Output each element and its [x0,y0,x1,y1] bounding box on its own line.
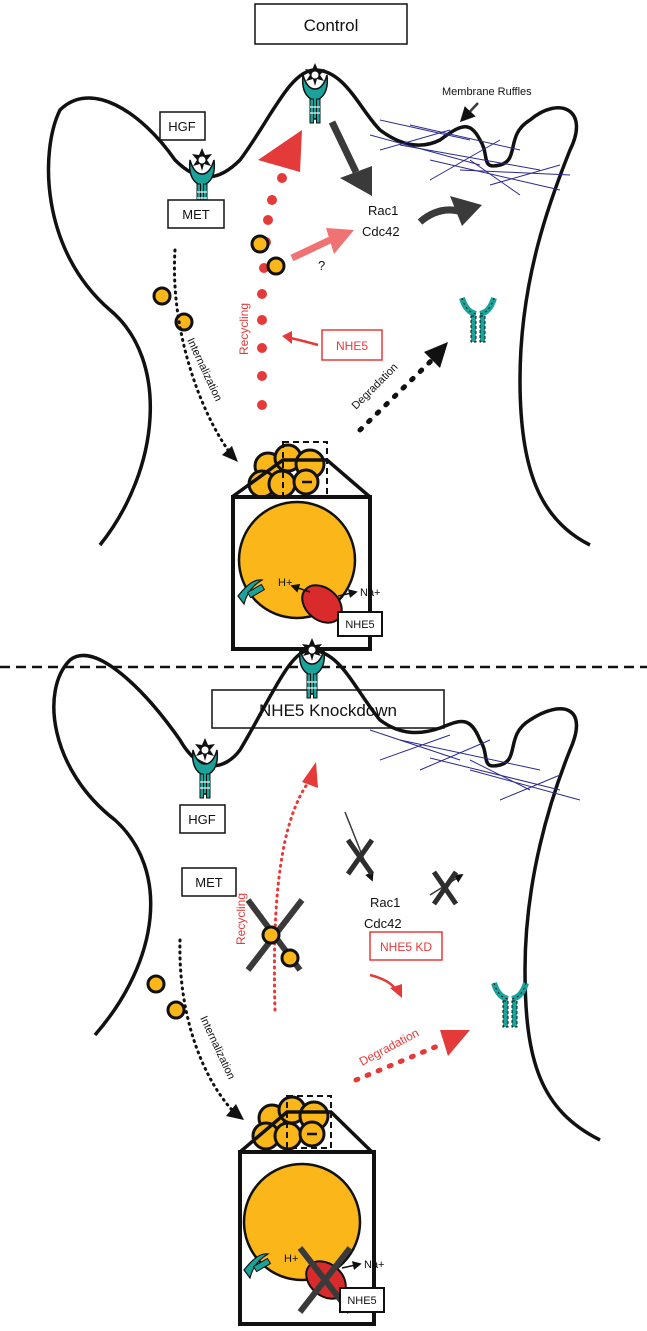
control-rac1-label: Rac1 [368,203,398,218]
knockdown-degradation-arrow-head [440,1030,470,1056]
control-nhe5-arrow [290,338,318,345]
control-ruffles-pointer-arrow [462,103,478,120]
control-inset-nhe5-label: NHE5 [345,619,374,631]
control-recycling-path [257,173,287,410]
knockdown-membrane-ruffles [370,730,580,800]
knockdown-nhe5-kd-label: NHE5 KD [380,940,432,954]
control-panel: Control HGF MET Membrane Ruffles Rac1 Cd… [48,4,590,649]
knockdown-hgf-label: HGF [188,812,216,827]
control-ruffle-arrow-shaft [420,210,462,222]
knockdown-met-receptor-left [193,738,218,798]
control-membrane-ruffles-label: Membrane Ruffles [442,86,532,98]
control-endosome-cluster [249,442,327,497]
control-signal-arrow-shaft [332,122,356,172]
knockdown-ruffle-blocked-x [434,872,456,904]
control-met-label: MET [182,207,210,222]
control-rac-arrow-shaft [292,240,330,258]
knockdown-panel: NHE5 Knockdown HGF MET Rac1 Cdc42 Recycl… [54,638,600,1324]
knockdown-internalization-label: Internalization [197,1014,237,1081]
control-h-plus-label: H+ [278,577,292,589]
control-degraded-receptor [462,298,494,342]
knockdown-recycling-path [274,780,310,1010]
knockdown-recycling-label: Recycling [234,893,248,945]
knockdown-cdc42-label: Cdc42 [364,916,402,931]
knockdown-vesicle [282,950,298,966]
control-degradation-label: Degradation [350,361,401,412]
control-title: Control [304,16,359,35]
knockdown-endosome-cluster [253,1096,331,1149]
knockdown-rac1-label: Rac1 [370,895,400,910]
control-hgf-label: HGF [168,119,196,134]
control-met-receptor-left [190,148,215,208]
control-recycling-arrow-head [258,130,302,172]
knockdown-na-plus-label: Na+ [364,1259,385,1271]
control-vesicle [252,236,268,252]
knockdown-recycling-arrow-head [302,762,318,788]
control-question-mark: ? [318,258,325,273]
control-nhe5-label: NHE5 [336,339,368,353]
control-rac-arrow-head [326,228,354,254]
knockdown-vesicle [263,927,279,943]
control-vesicle [268,258,284,274]
knockdown-degraded-receptor [494,983,526,1027]
control-nhe5-arrow-head [282,331,292,344]
knockdown-internalization-arrow-head [226,1104,244,1120]
control-cdc42-label: Cdc42 [362,224,400,239]
control-membrane-ruffles [370,120,570,195]
control-recycling-label: Recycling [237,303,251,355]
knockdown-degradation-label: Degradation [357,1026,421,1069]
knockdown-internalizing-vesicle [148,976,164,992]
knockdown-inset-nhe5-label: NHE5 [347,1295,376,1307]
knockdown-h-plus-label: H+ [284,1253,298,1265]
knockdown-signal-blocked-x [348,840,372,874]
control-internalizing-vesicle [154,288,170,304]
knockdown-internalizing-vesicle [168,1002,184,1018]
control-na-plus-label: Na+ [360,587,381,599]
knockdown-met-label: MET [195,875,223,890]
control-internalization-arrow-head [222,446,238,462]
